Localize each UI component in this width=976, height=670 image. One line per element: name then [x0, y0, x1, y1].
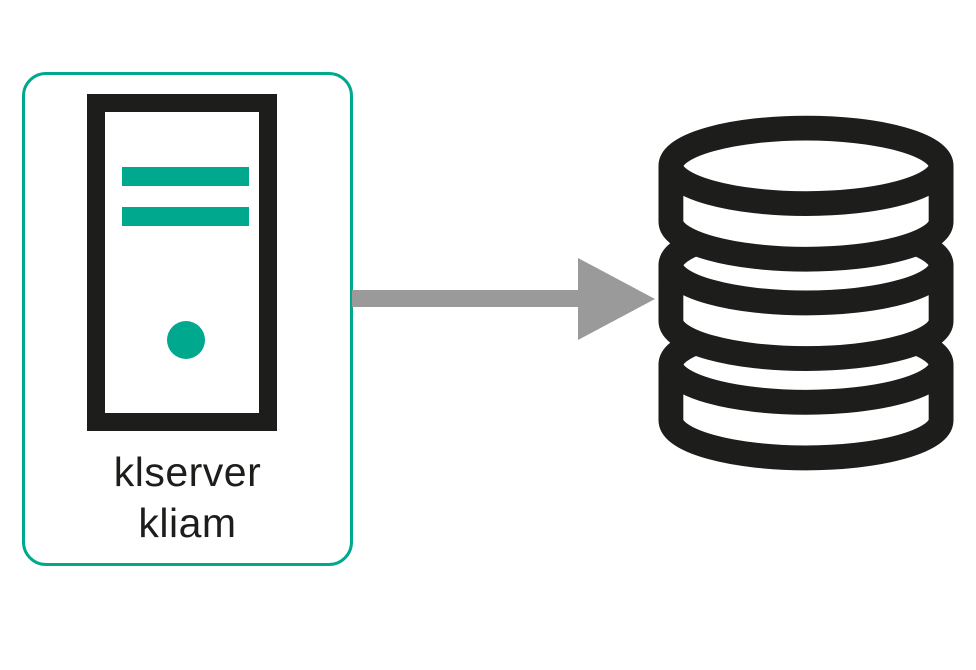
server-tower-icon [87, 94, 277, 431]
server-power-button-dot [167, 321, 205, 359]
database-icon [658, 115, 954, 471]
server-drive-bay-bar [122, 207, 249, 226]
database-disk-top [658, 115, 954, 272]
server-node-label: klserver kliam [25, 447, 350, 549]
arrow-shape [352, 258, 655, 340]
server-node-box: klserver kliam [22, 72, 353, 566]
server-name-text: klserver [113, 449, 262, 495]
server-account-text: kliam [138, 500, 237, 546]
arrow-right-icon [352, 258, 655, 340]
server-drive-bay-bar [122, 167, 249, 186]
